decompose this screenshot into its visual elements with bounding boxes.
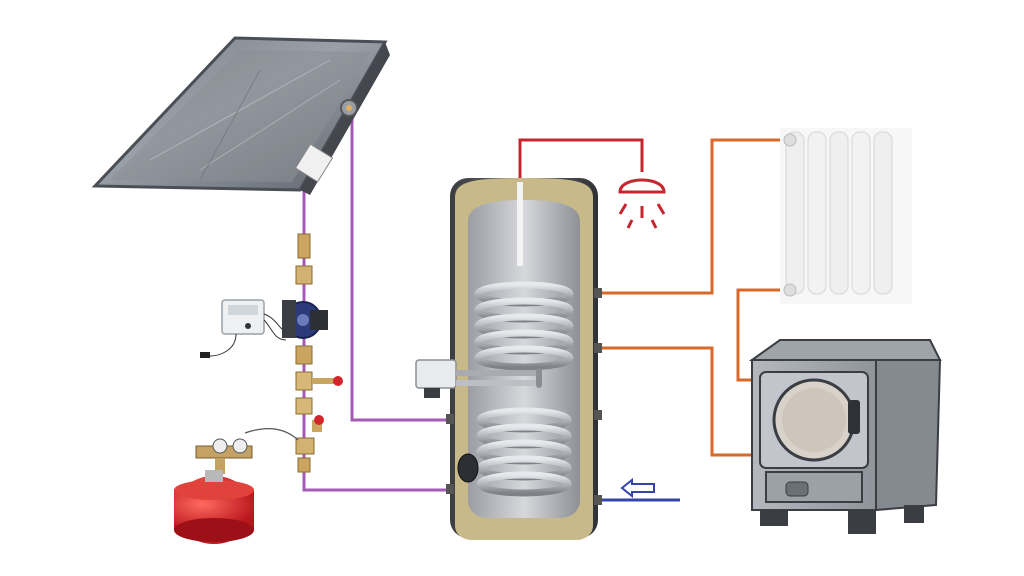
hot-water-pipe [518, 138, 644, 180]
boiler-tank-icon [446, 178, 602, 540]
radiator-icon [780, 128, 912, 304]
upper-coil-icon [474, 281, 574, 371]
pump-icon [282, 300, 328, 339]
expansion-tank-icon [174, 427, 299, 544]
valve-icon [297, 233, 311, 259]
heating-loop-pipes [595, 138, 790, 457]
immersion-heater-icon [415, 359, 542, 398]
controller-box-icon [200, 299, 287, 358]
safety-valve-icon [295, 371, 343, 391]
solar-loop-pipes [302, 112, 470, 492]
shower-head-icon [618, 178, 666, 229]
solar-supply-pipe [302, 190, 470, 492]
inspection-flange-icon [457, 453, 479, 483]
solar-return-pipe [350, 112, 470, 422]
cold-inlet-arrow-icon [620, 477, 655, 499]
wood-stove-icon [748, 339, 942, 534]
solar-panel-icon [91, 36, 390, 195]
lower-coil-icon [476, 407, 572, 497]
pump-station [282, 233, 343, 473]
